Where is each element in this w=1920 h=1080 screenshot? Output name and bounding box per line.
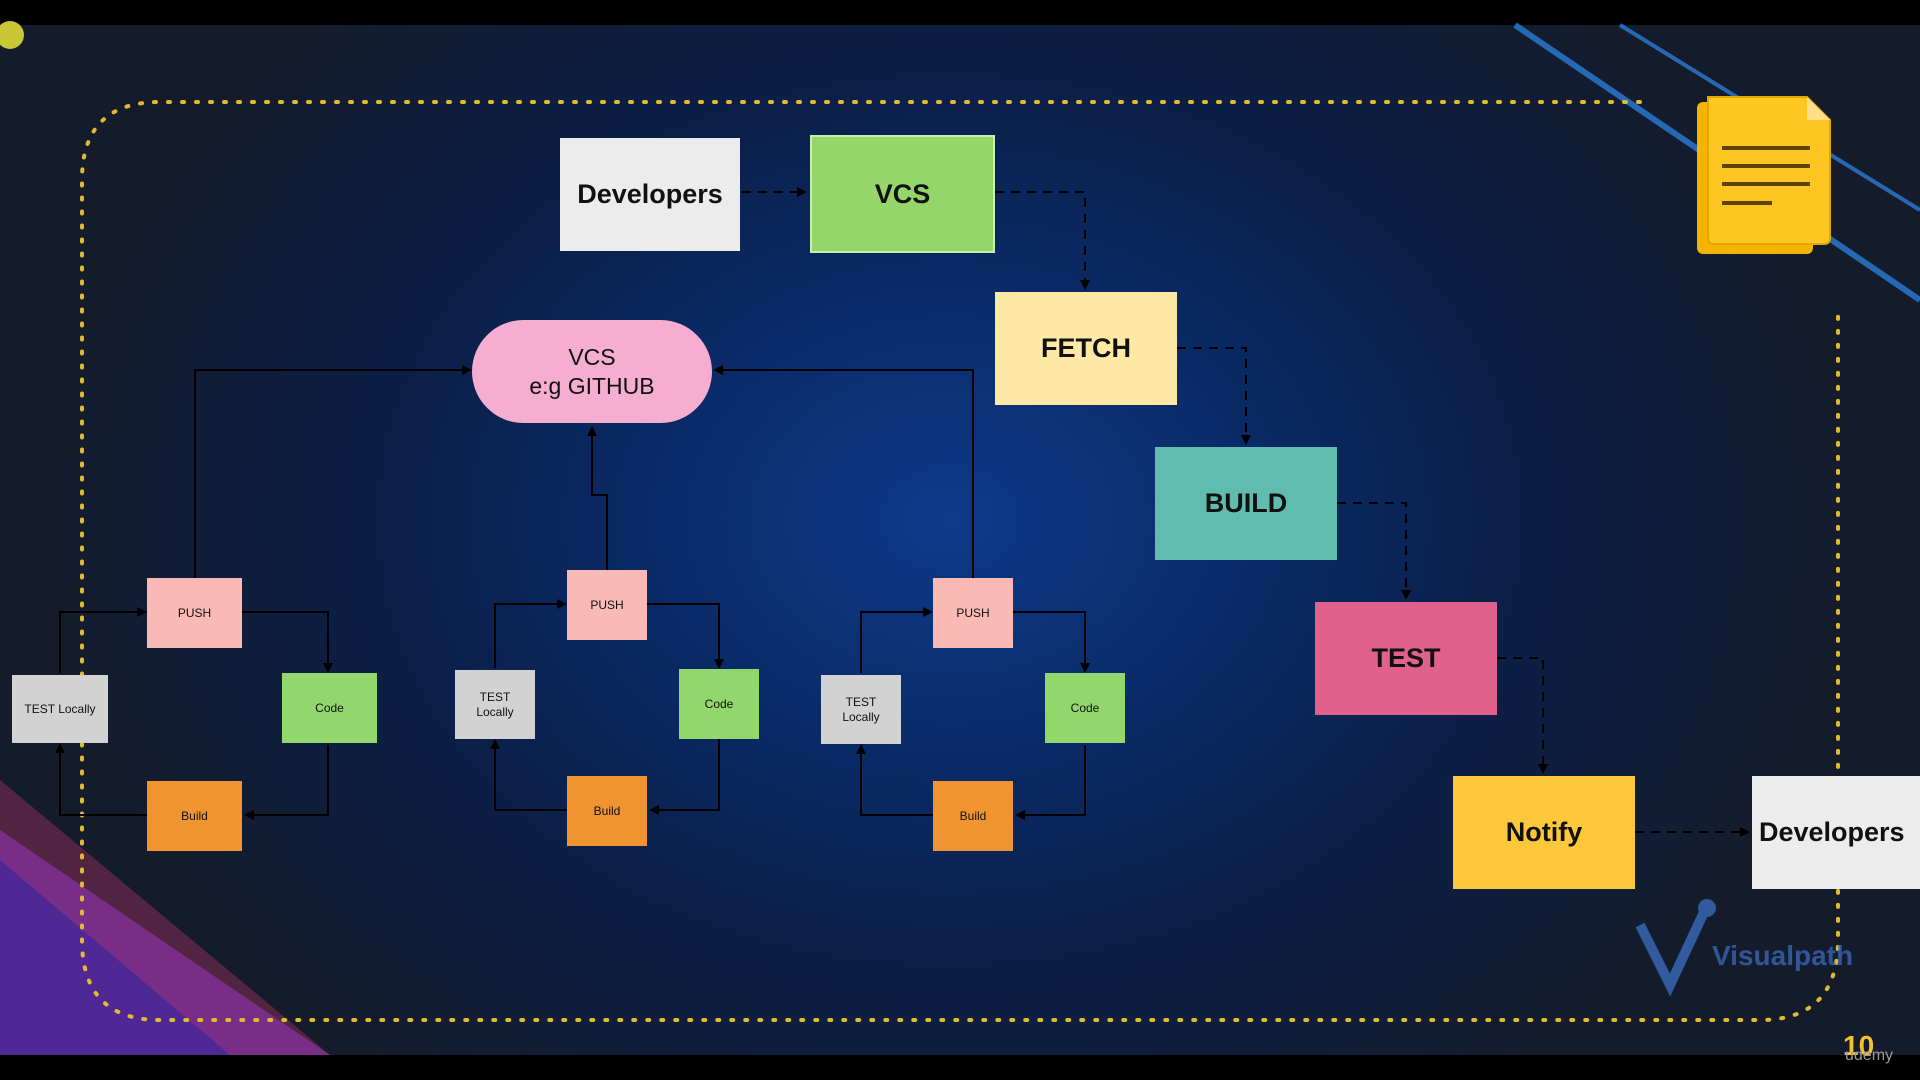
bottom-letterbox (0, 1055, 1920, 1080)
test-node: TEST (1315, 602, 1497, 715)
pipeline-arrows (742, 187, 1750, 837)
fetch-node: FETCH (995, 292, 1177, 405)
cycle-1-arrows (55, 607, 333, 820)
push-node: PUSH (933, 578, 1013, 648)
arrow-test1-push1 (59, 607, 147, 673)
push-node: PUSH (567, 570, 647, 640)
arrow-push2-code2 (647, 603, 724, 669)
arrow-build3-test3 (856, 744, 933, 816)
arrow-build1-test1 (55, 743, 147, 816)
build-small-node: Build (933, 781, 1013, 851)
repo-label-line2: e:g GITHUB (529, 372, 655, 399)
vcs-github-repo-node: VCS e:g GITHUB (472, 320, 712, 423)
arrow-build-test (1337, 502, 1411, 600)
vcs-node: VCS (810, 135, 995, 253)
arrow-code1-build1 (244, 745, 329, 820)
visualpath-logo (1635, 899, 1716, 997)
corner-dot-decoration (0, 21, 24, 49)
test-locally-node: TEST Locally (821, 675, 901, 744)
arrow-code3-build3 (1015, 745, 1086, 820)
test-locally-node: TEST Locally (12, 675, 108, 743)
document-icon (1697, 96, 1831, 254)
arrow-push1-repo (194, 365, 472, 578)
arrow-code2-build2 (649, 739, 720, 815)
push-arrows (194, 365, 974, 578)
dotted-frame (80, 100, 1840, 1022)
test-locally-node: TEST Locally (455, 670, 535, 739)
arrow-fetch-build (1177, 347, 1251, 445)
arrow-push3-code3 (1013, 611, 1090, 673)
build-small-node: Build (147, 781, 242, 851)
arrow-push3-repo (713, 365, 974, 578)
developers-start-node: Developers (560, 138, 740, 251)
arrow-test3-push3 (860, 607, 933, 673)
top-letterbox (0, 0, 1920, 25)
visualpath-watermark: Visualpath (1712, 940, 1854, 971)
arrow-push1-code1 (242, 611, 333, 673)
pink-glow-decoration (0, 780, 330, 1055)
arrow-build2-test2 (490, 739, 567, 811)
code-node: Code (1045, 673, 1125, 743)
code-node: Code (679, 669, 759, 739)
developers-end-node: Developers (1752, 776, 1920, 889)
repo-label-line1: VCS (568, 343, 616, 370)
arrow-test-notify (1497, 657, 1548, 774)
cycle-2-arrows (490, 599, 724, 815)
build-node: BUILD (1155, 447, 1337, 560)
arrow-vcs-fetch (995, 191, 1090, 290)
udemy-brand: udemy (1845, 1047, 1894, 1064)
code-node: Code (282, 673, 377, 743)
build-small-node: Build (567, 776, 647, 846)
arrow-push2-repo (587, 426, 608, 570)
slide-number: 10 (1843, 1030, 1875, 1061)
push-node: PUSH (147, 578, 242, 648)
notify-node: Notify (1453, 776, 1635, 889)
cycle-3-arrows (856, 607, 1090, 820)
arrow-test2-push2 (494, 599, 567, 668)
